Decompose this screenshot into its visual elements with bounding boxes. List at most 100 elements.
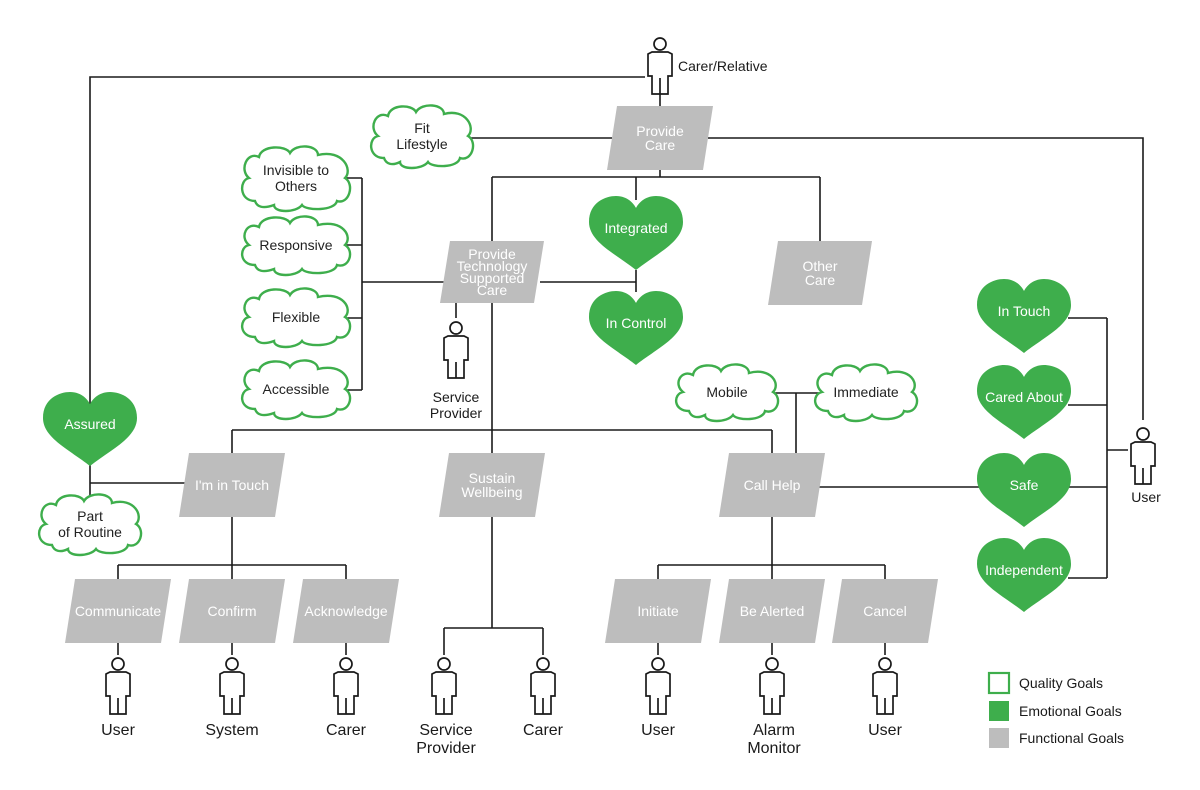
legend: Quality Goals Emotional Goals Functional… xyxy=(987,671,1124,748)
legend-functional-swatch xyxy=(989,728,1009,748)
actor-user-right: User xyxy=(1130,427,1161,505)
actor-label: User xyxy=(101,722,135,739)
actor-label: User xyxy=(1131,489,1161,505)
functional-goal-initiate: Initiate xyxy=(605,579,711,643)
actor-label: Carer/Relative xyxy=(678,58,768,74)
functional-goal-label: Initiate xyxy=(637,603,678,619)
actor-carer-sustain: Carer xyxy=(523,657,564,739)
emotional-goal-label: In Touch xyxy=(998,303,1051,319)
person-icon xyxy=(333,657,359,715)
emotional-goal-label: In Control xyxy=(606,315,667,331)
functional-goal-communicate: Communicate xyxy=(65,579,171,643)
connectors xyxy=(89,76,1144,655)
actor-label: User xyxy=(641,722,675,739)
person-icon xyxy=(1130,427,1156,485)
actor-user-initiate: User xyxy=(641,657,676,739)
person-icon xyxy=(105,657,131,715)
functional-goal-label: Confirm xyxy=(207,603,256,619)
emotional-goal-label: Cared About xyxy=(985,389,1063,405)
person-icon xyxy=(443,321,469,379)
person-icon xyxy=(872,657,898,715)
functional-goal-cancel: Cancel xyxy=(832,579,938,643)
functional-goal-label: Cancel xyxy=(863,603,907,619)
functional-goal-acknowledge: Acknowledge xyxy=(293,579,399,643)
quality-goal-immediate: Immediate xyxy=(814,363,919,423)
quality-goal-label: Accessible xyxy=(263,381,330,397)
emotional-goal-cared-about: Cared About xyxy=(977,365,1071,439)
functional-goal-label: Communicate xyxy=(75,603,162,619)
quality-goal-label: Responsive xyxy=(259,237,332,253)
person-icon xyxy=(431,657,457,715)
emotional-goal-label: Assured xyxy=(64,416,115,432)
legend-quality-swatch xyxy=(987,671,1011,695)
actor-user-cancel: User xyxy=(868,657,903,739)
emotional-goal-label: Independent xyxy=(985,562,1063,578)
quality-goal-label: Immediate xyxy=(833,384,899,400)
actor-carer-acknowledge: Carer xyxy=(326,657,367,739)
quality-goal-responsive: Responsive xyxy=(241,215,352,277)
legend-functional-label: Functional Goals xyxy=(1019,730,1124,746)
actor-carer-relative: Carer/Relative xyxy=(647,37,768,95)
legend-emotional-swatch xyxy=(989,701,1009,721)
emotional-goal-assured: Assured xyxy=(43,392,137,466)
actor-user-communicate: User xyxy=(101,657,136,739)
emotional-goal-in-control: In Control xyxy=(589,291,683,365)
quality-goal-flexible: Flexible xyxy=(241,287,352,349)
legend-quality-label: Quality Goals xyxy=(1019,675,1103,691)
quality-goal-label: Mobile xyxy=(706,384,747,400)
person-icon xyxy=(219,657,245,715)
functional-goal-call-help: Call Help xyxy=(719,453,825,517)
functional-goal-label: I'm in Touch xyxy=(195,477,269,493)
actor-label: System xyxy=(205,722,258,739)
person-icon xyxy=(647,37,673,95)
emotional-goal-label: Safe xyxy=(1010,477,1039,493)
functional-goal-label: Acknowledge xyxy=(304,603,387,619)
person-icon xyxy=(530,657,556,715)
quality-goal-label: Flexible xyxy=(272,309,320,325)
functional-goal-im-in-touch: I'm in Touch xyxy=(179,453,285,517)
functional-goal-be-alerted: Be Alerted xyxy=(719,579,825,643)
emotional-goal-in-touch: In Touch xyxy=(977,279,1071,353)
quality-goal-mobile: Mobile xyxy=(675,363,780,423)
emotional-goal-independent: Independent xyxy=(977,538,1071,612)
functional-goal-confirm: Confirm xyxy=(179,579,285,643)
person-icon xyxy=(645,657,671,715)
actor-label: User xyxy=(868,722,902,739)
emotional-goal-label: Integrated xyxy=(604,220,667,236)
quality-goal-accessible: Accessible xyxy=(241,359,352,421)
actor-label: Carer xyxy=(523,722,564,739)
person-icon xyxy=(759,657,785,715)
legend-emotional-label: Emotional Goals xyxy=(1019,703,1122,719)
emotional-goal-integrated: Integrated xyxy=(589,196,683,270)
functional-goal-label: Be Alerted xyxy=(740,603,805,619)
actor-label: Carer xyxy=(326,722,367,739)
functional-goal-label: Call Help xyxy=(744,477,801,493)
emotional-goal-safe: Safe xyxy=(977,453,1071,527)
